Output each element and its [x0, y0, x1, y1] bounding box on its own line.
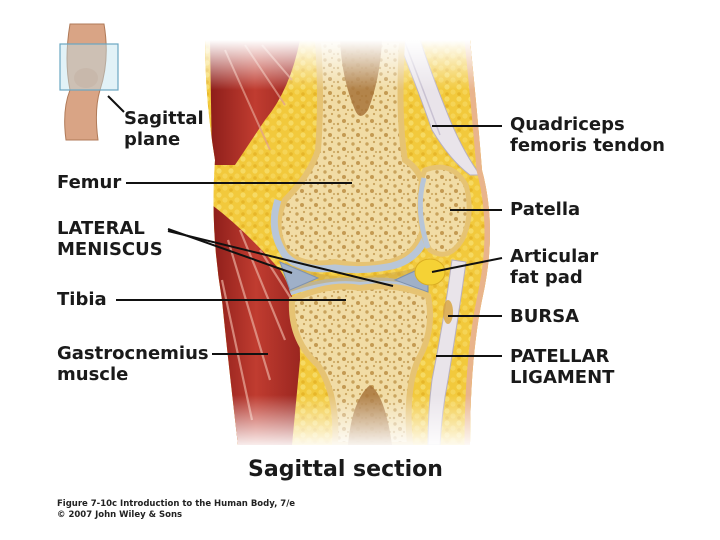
articular-fat-pad — [414, 258, 446, 286]
sagittal-plane-thumbnail — [58, 22, 119, 141]
label-patellar-ligament-line2: LIGAMENT — [510, 367, 615, 388]
knee-section — [205, 40, 490, 445]
label-lateral-meniscus: LATERAL MENISCUS — [57, 218, 163, 260]
figure-credit-line1: Figure 7-10c Introduction to the Human B… — [57, 499, 296, 509]
label-sagittal-plane-line2: plane — [124, 129, 181, 150]
label-gastrocnemius-line2: muscle — [57, 364, 129, 385]
label-quadriceps-line1: Quadriceps — [510, 114, 625, 135]
leader-meniscus-2 — [167, 230, 394, 287]
label-fat-pad: Articular fat pad — [510, 246, 598, 288]
label-quadriceps-line2: femoris tendon — [510, 135, 665, 156]
figure-credit-line2: © 2007 John Wiley & Sons — [57, 510, 183, 520]
lateral-meniscus-posterior — [279, 261, 320, 291]
leader-lines — [107, 95, 503, 357]
leader-fat-pad — [431, 257, 503, 273]
label-quadriceps: Quadriceps femoris tendon — [510, 114, 665, 156]
label-lateral-meniscus-line1: LATERAL — [57, 218, 145, 239]
label-lateral-meniscus-line2: MENISCUS — [57, 239, 163, 260]
label-patella: Patella — [510, 199, 581, 220]
label-bursa: BURSA — [510, 306, 580, 327]
label-gastrocnemius-line1: Gastrocnemius — [57, 343, 209, 364]
label-fat-pad-line1: Articular — [510, 246, 599, 267]
figure-credit: Figure 7-10c Introduction to the Human B… — [57, 499, 295, 521]
figure-caption: Sagittal section — [248, 457, 443, 482]
femur-bone — [275, 40, 429, 268]
label-tibia: Tibia — [57, 289, 107, 310]
label-patellar-ligament: PATELLAR LIGAMENT — [510, 346, 614, 388]
bursa — [443, 300, 453, 324]
label-femur: Femur — [57, 172, 122, 193]
label-gastrocnemius: Gastrocnemius muscle — [57, 343, 209, 385]
label-sagittal-plane: Sagittal plane — [124, 108, 204, 150]
label-patellar-ligament-line1: PATELLAR — [510, 346, 610, 367]
leader-sagittal-plane — [107, 95, 125, 113]
label-sagittal-plane-line1: Sagittal — [124, 108, 204, 129]
sagittal-plane-rect — [59, 43, 119, 91]
gastrocnemius-muscle-shape — [212, 205, 300, 445]
label-fat-pad-line2: fat pad — [510, 267, 583, 288]
